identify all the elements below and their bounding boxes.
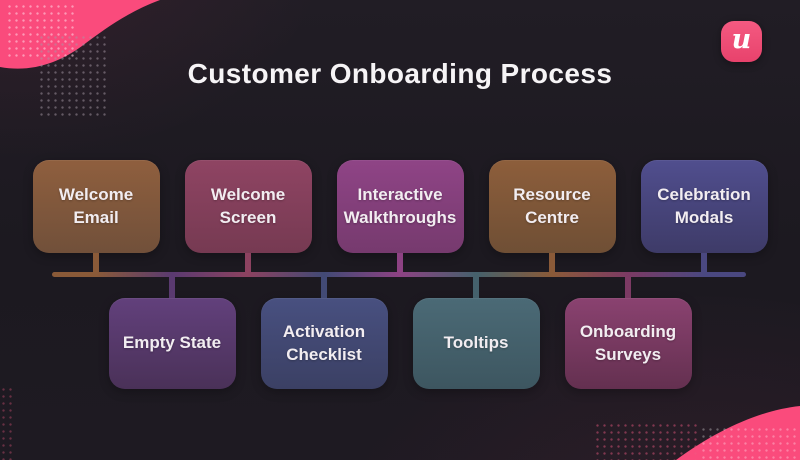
process-row-bottom: Empty State Activation Checklist Tooltips O…	[0, 276, 800, 389]
connector-stem	[245, 253, 251, 276]
process-node-label: Welcome Email	[58, 184, 134, 227]
connector-stem	[701, 253, 707, 276]
dot-grid-pattern	[594, 422, 698, 460]
pink-blob-bottom-right-icon	[676, 406, 800, 460]
process-row-top: Welcome Email Welcome Screen Interactive W…	[0, 160, 800, 276]
timeline-connector	[52, 272, 746, 277]
process-node-label: Resource Centre	[513, 184, 591, 227]
process-node-label: Onboarding Surveys	[579, 321, 677, 364]
logo-letter: u	[731, 24, 752, 55]
connector-stem	[93, 253, 99, 276]
userpilot-logo-icon: u	[721, 21, 762, 62]
process-node-label: Interactive Walkthroughs	[343, 184, 457, 227]
process-node-label: Empty State	[122, 333, 222, 353]
process-node-interactive-walkthroughs: Interactive Walkthroughs	[336, 160, 464, 276]
connector-stem	[549, 253, 555, 276]
process-node-label: Tooltips	[443, 333, 509, 353]
dot-grid-pattern	[700, 426, 800, 460]
process-node-onboarding-surveys: Onboarding Surveys	[564, 276, 692, 389]
connector-stem	[397, 253, 403, 276]
connector-stem	[625, 276, 631, 298]
connector-stem	[473, 276, 479, 298]
connector-stem	[169, 276, 175, 298]
process-node-label: Welcome Screen	[210, 184, 286, 227]
process-node-label: Activation Checklist	[282, 321, 366, 364]
dot-grid-pattern	[0, 386, 16, 460]
connector-stem	[321, 276, 327, 298]
dot-grid-pattern	[6, 3, 78, 57]
process-node-welcome-email: Welcome Email	[32, 160, 160, 276]
process-node-celebration-modals: Celebration Modals	[640, 160, 768, 276]
process-node-label: Celebration Modals	[657, 184, 751, 227]
process-node-resource-centre: Resource Centre	[488, 160, 616, 276]
process-node-empty-state: Empty State	[108, 276, 236, 389]
process-node-tooltips: Tooltips	[412, 276, 540, 389]
process-node-activation-checklist: Activation Checklist	[260, 276, 388, 389]
page-title: Customer Onboarding Process	[187, 58, 613, 89]
process-node-welcome-screen: Welcome Screen	[184, 160, 312, 276]
